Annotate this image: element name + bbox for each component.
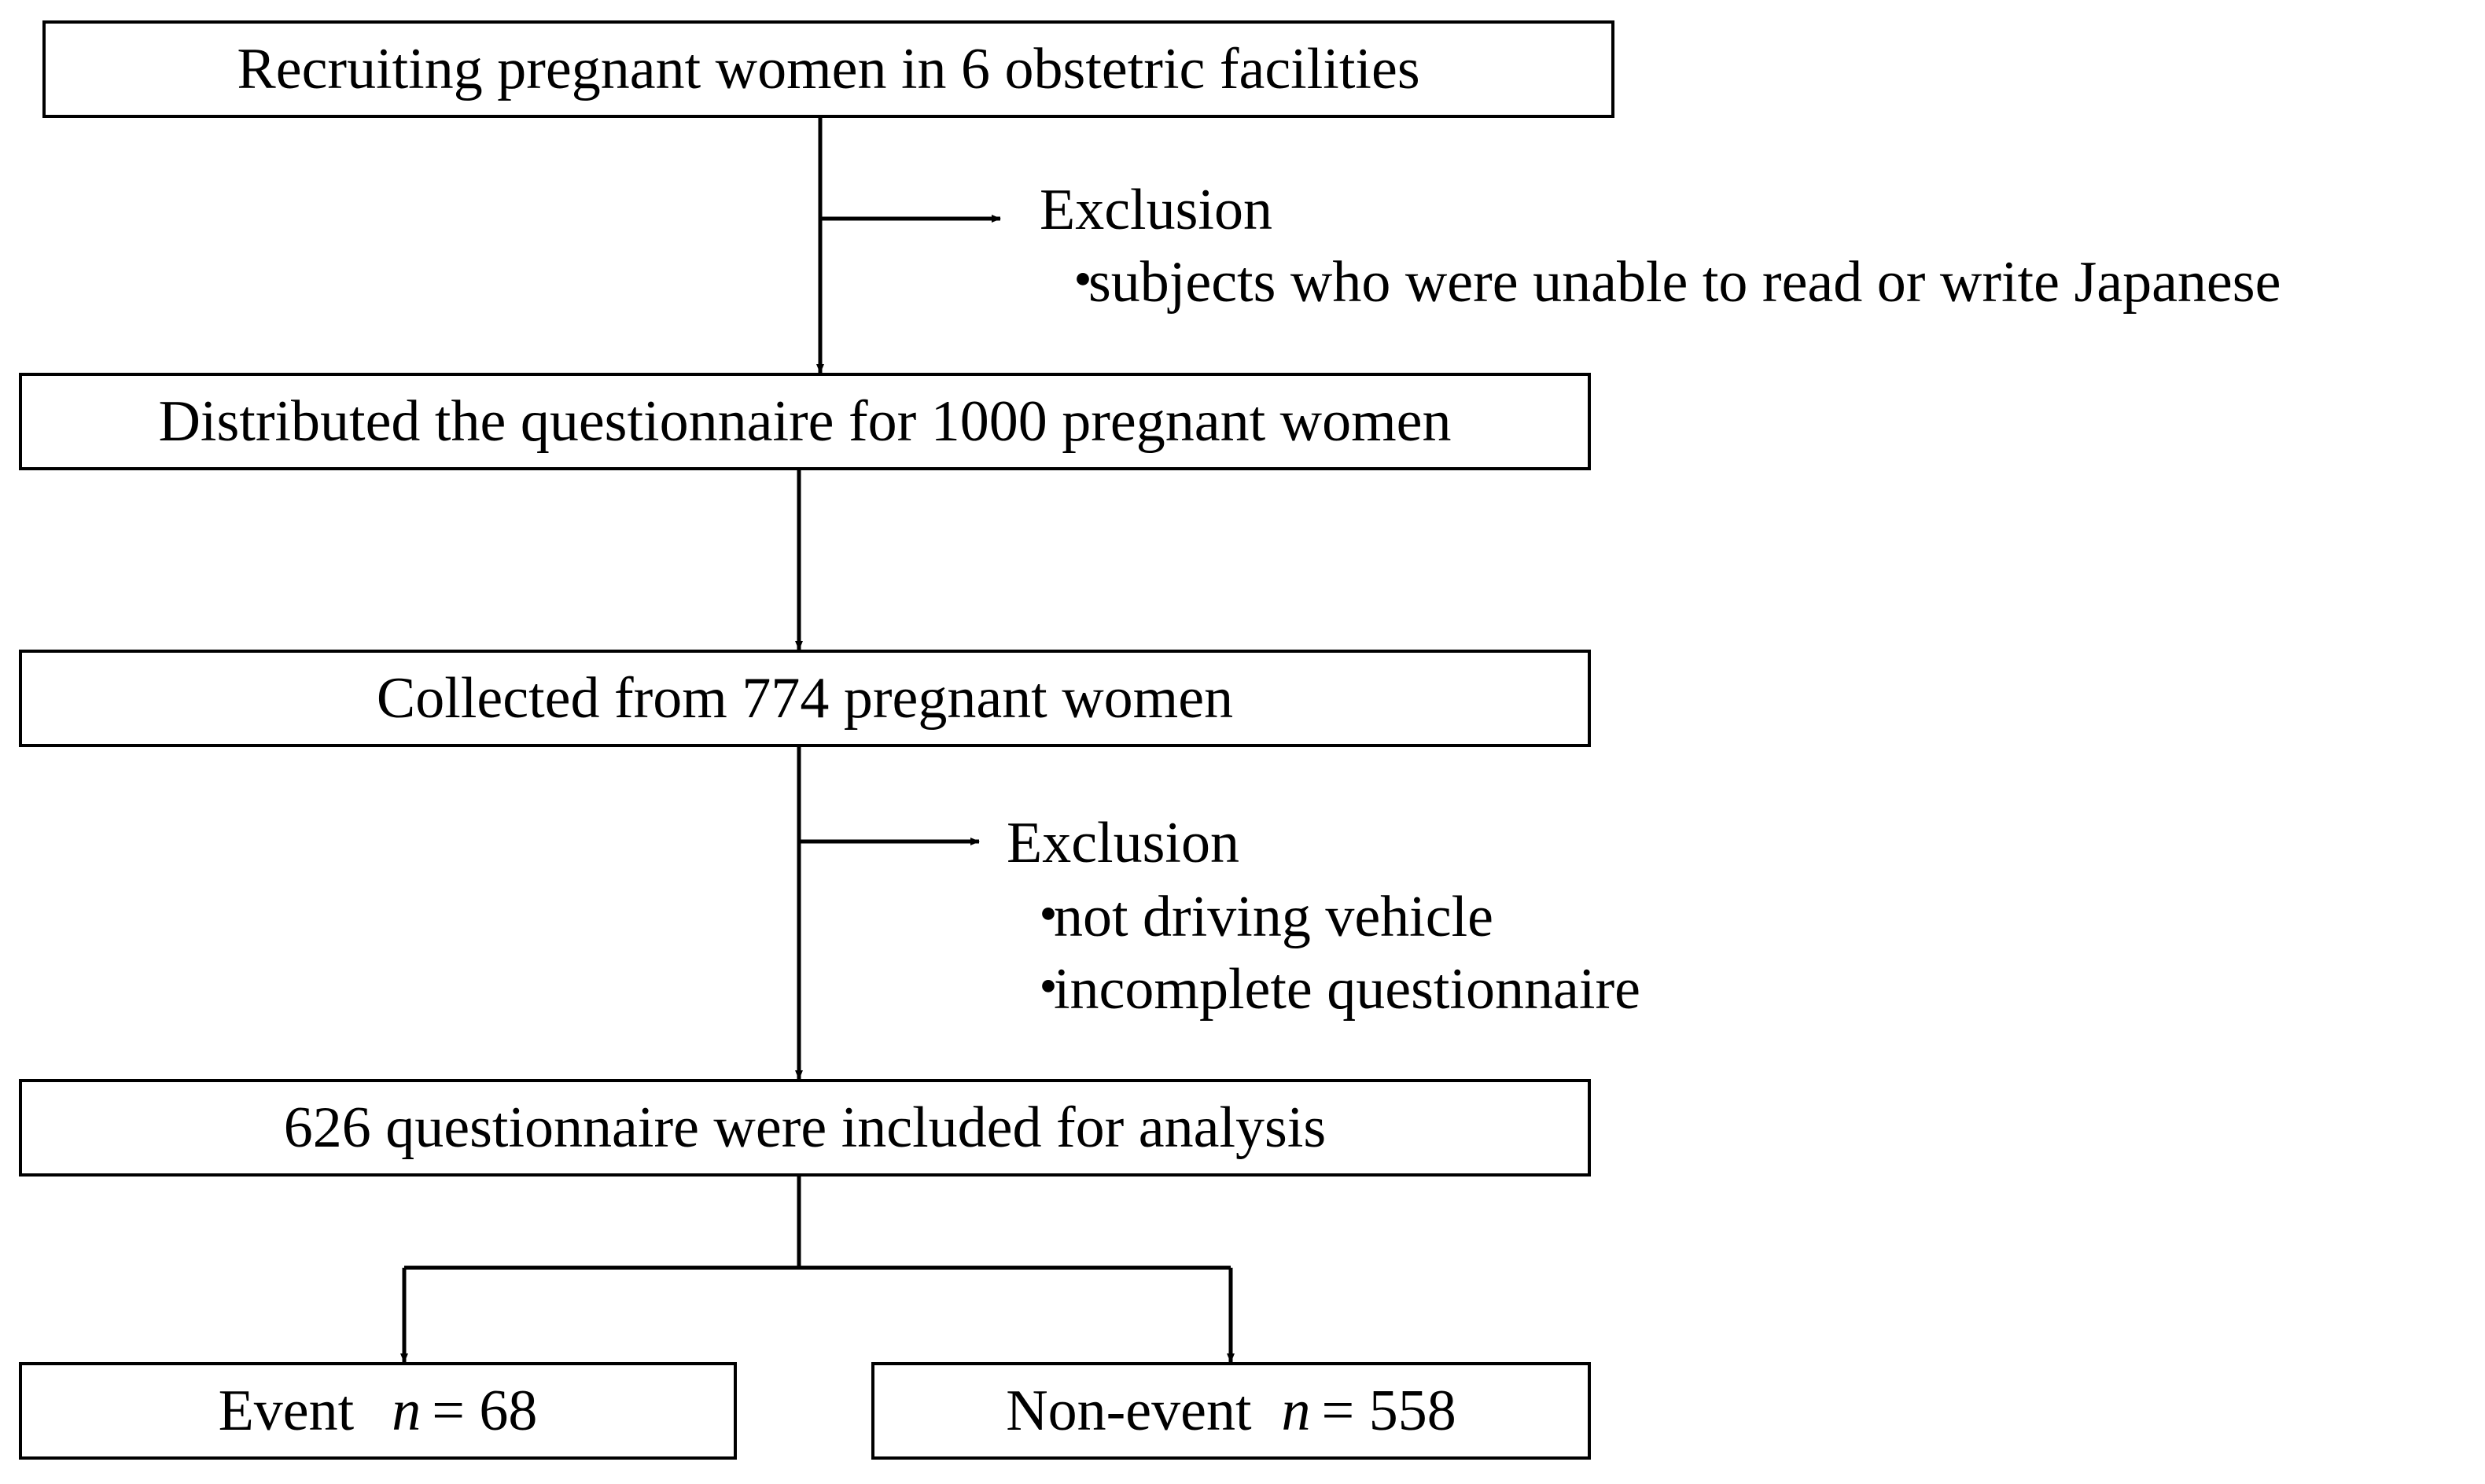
event-n-value: = 68 [432,1379,538,1443]
exclusion-1-item-1-text: subjects who were unable to read or writ… [1088,250,2281,315]
recruiting-box: Recruiting pregnant women in 6 obstetric… [42,20,1614,118]
bullet-dot: ・ [1019,885,1077,949]
exclusion-1-item-1: ・subjects who were unable to read or wri… [1054,253,2281,311]
collected-text: Collected from 774 pregnant women [376,666,1234,731]
distributed-box: Distributed the questionnaire for 1000 p… [19,373,1591,470]
included-text: 626 questionnaire were included for anal… [283,1096,1327,1160]
distributed-text: Distributed the questionnaire for 1000 p… [158,389,1452,454]
exclusion-1-title: Exclusion [1040,178,1272,242]
exclusion-2-item-1: ・not driving vehicle [1019,888,1493,946]
event-n-symbol: n [392,1379,422,1443]
non-event-box: Non-event n = 558 [871,1362,1591,1460]
exclusion-2-item-2-text: incomplete questionnaire [1054,957,1640,1022]
non-event-n-symbol: n [1281,1379,1311,1443]
non-event-label: Non-event [1006,1379,1252,1443]
included-box: 626 questionnaire were included for anal… [19,1079,1591,1177]
event-box: Event n = 68 [19,1362,737,1460]
exclusion-2-item-1-text: not driving vehicle [1054,885,1493,949]
recruiting-text: Recruiting pregnant women in 6 obstetric… [237,37,1420,101]
event-label: Event [218,1379,355,1443]
exclusion-2-title: Exclusion [1007,811,1239,875]
bullet-dot: ・ [1019,957,1077,1022]
collected-box: Collected from 774 pregnant women [19,650,1591,747]
exclusion-2-item-2: ・incomplete questionnaire [1019,960,1640,1018]
bullet-dot: ・ [1054,250,1112,315]
non-event-n-value: = 558 [1321,1379,1456,1443]
